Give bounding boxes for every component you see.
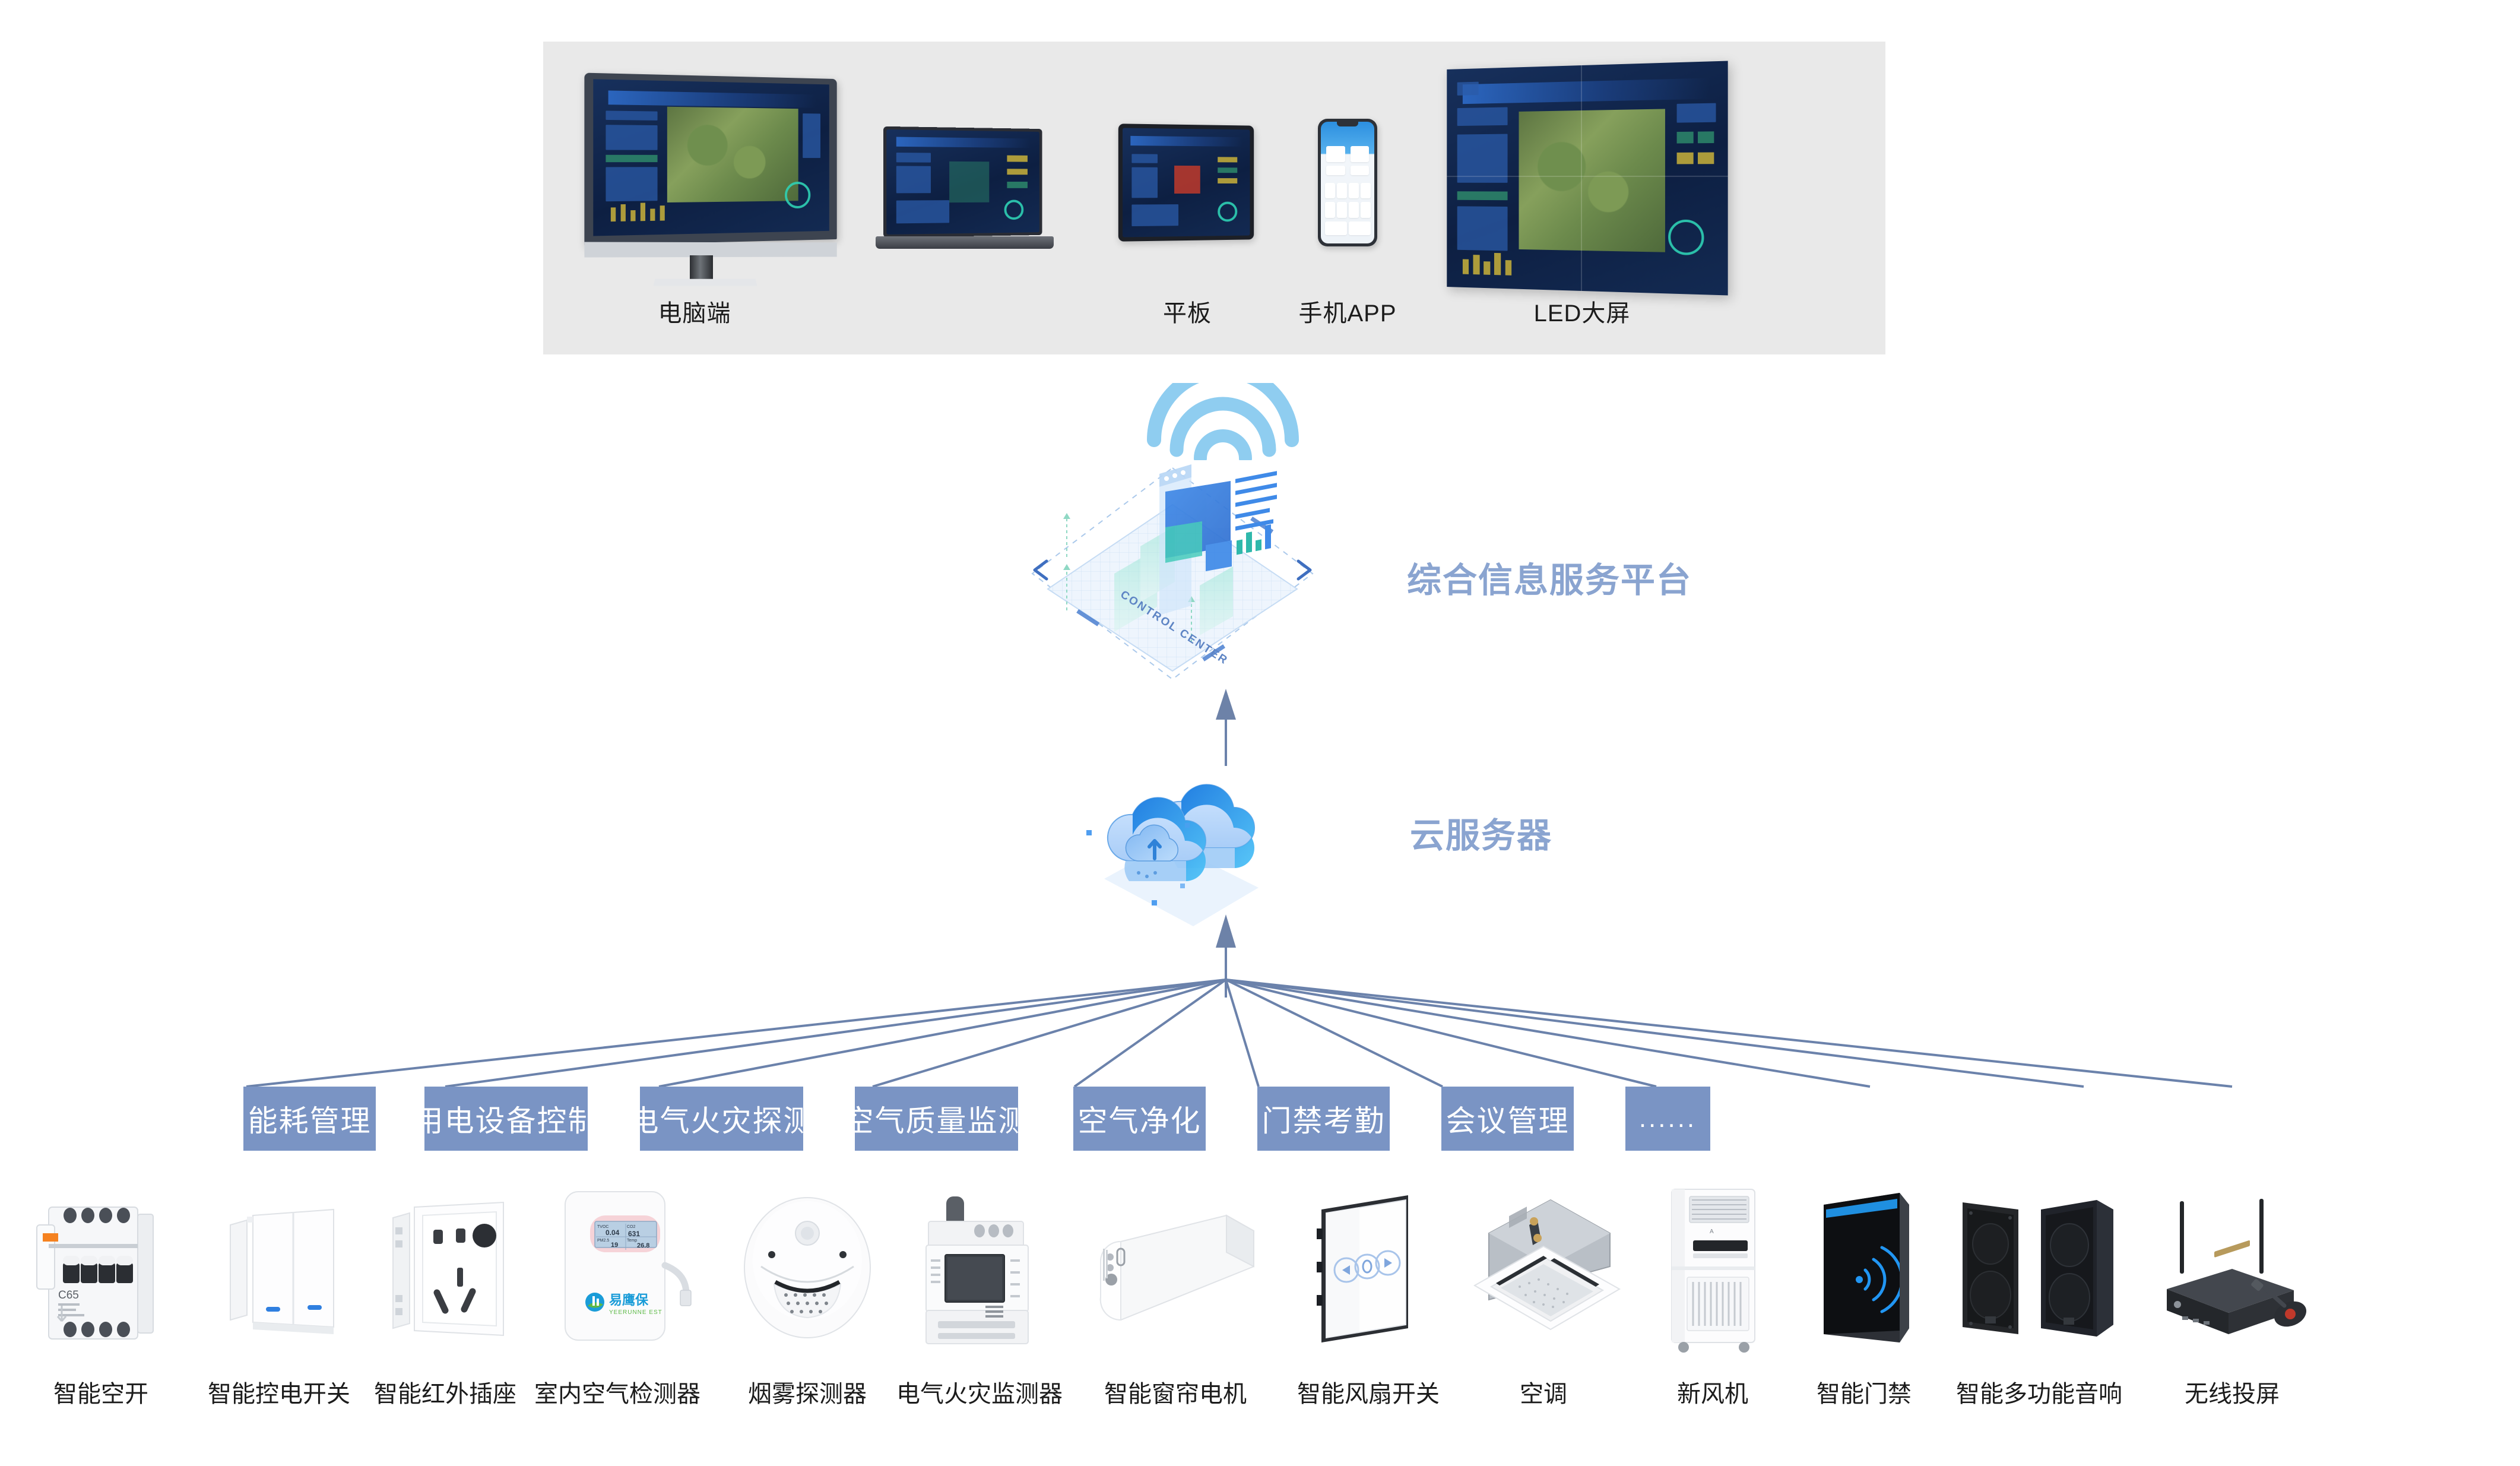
device-item-speakers: 智能多功能音响: [1941, 1179, 2137, 1407]
wifi-icon: [1147, 383, 1299, 460]
device-item-socket: 智能红外插座: [362, 1179, 528, 1407]
device-label-fresh-air: 新风机: [1677, 1381, 1748, 1407]
platform-label: 综合信息服务平台: [1407, 561, 1692, 600]
co2-label: CO2: [627, 1225, 636, 1229]
circuit-breaker-icon: C65: [12, 1179, 190, 1357]
terminal-label-led: LED大屏: [1533, 300, 1631, 327]
function-button-access-attendance[interactable]: 门禁考勤: [1257, 1087, 1390, 1151]
device-label-access-control: 智能门禁: [1817, 1381, 1912, 1407]
device-label-smoke-detector: 烟雾探测器: [748, 1381, 867, 1407]
device-item-fresh-air: A 新风机: [1638, 1179, 1787, 1407]
device-label-air-detector: 室内空气检测器: [534, 1381, 700, 1407]
air-detector-brand-en: YEERUNNE EST: [609, 1309, 663, 1316]
electrical-fire-monitor-icon: [890, 1179, 1069, 1357]
device-label-speakers: 智能多功能音响: [1956, 1381, 2122, 1407]
device-item-access-control: 智能门禁: [1787, 1179, 1941, 1407]
terminal-label-tablet: 平板: [1163, 300, 1212, 327]
tablet-icon: [1118, 124, 1256, 242]
device-item-screencast: 无线投屏: [2143, 1179, 2321, 1407]
device-item-fire-monitor: 电气火灾监测器: [890, 1179, 1069, 1407]
device-item-smoke-detector: 烟雾探测器: [724, 1179, 890, 1407]
device-label-fan-switch: 智能风扇开关: [1297, 1381, 1440, 1407]
device-item-air-detector: TVOC 0.04 CO2 631 PM2.5 19 Temp 26.8: [528, 1179, 706, 1407]
tvoc-label: TVOC: [597, 1225, 608, 1229]
led-video-wall-icon: [1440, 61, 1728, 296]
terminal-label-pc: 电脑端: [658, 300, 731, 327]
desktop-monitor-icon: [584, 72, 843, 287]
device-label-air-conditioner: 空调: [1520, 1381, 1567, 1407]
wireless-screencast-icon: [2143, 1179, 2321, 1357]
device-row: C65 智能空开: [0, 1154, 2520, 1416]
device-label-fire-monitor: 电气火灾监测器: [896, 1381, 1063, 1407]
function-button-meeting-management[interactable]: 会议管理: [1441, 1087, 1574, 1151]
breaker-marking: C65: [58, 1289, 79, 1302]
isometric-control-center-icon: CONTROL CENTER: [1031, 464, 1314, 680]
temp-label: Temp: [627, 1239, 637, 1243]
function-button-air-purification[interactable]: 空气净化: [1073, 1087, 1206, 1151]
co2-value: 631: [628, 1230, 640, 1238]
cassette-air-conditioner-icon: [1454, 1154, 1633, 1357]
access-control-reader-icon: [1787, 1179, 1941, 1357]
laptop-icon: [876, 126, 1054, 255]
arrow-devices-to-cloud: [1216, 914, 1236, 998]
wall-switch-icon: [196, 1179, 362, 1357]
svg-text:A: A: [1710, 1228, 1714, 1235]
function-button-power-device-control[interactable]: 用电设备控制: [414, 1087, 598, 1151]
smart-socket-icon: [362, 1179, 528, 1357]
smartphone-icon: [1318, 119, 1377, 246]
air-detector-brand: 易鹰保: [609, 1293, 649, 1307]
function-button-electrical-fire-detection[interactable]: 电气火灾探测: [629, 1087, 813, 1151]
device-item-breaker: C65 智能空开: [12, 1179, 190, 1407]
device-label-socket: 智能红外插座: [374, 1381, 516, 1407]
terminal-layer-panel: 电脑端 平板 手机APP LED大屏: [543, 42, 1885, 354]
terminal-label-phone: 手机APP: [1298, 300, 1397, 327]
fanout-connector-lines: [246, 979, 2233, 1088]
fresh-air-unit-icon: A: [1638, 1179, 1787, 1357]
curtain-motor-icon: [1086, 1179, 1264, 1357]
device-label-screencast: 无线投屏: [2185, 1381, 2280, 1407]
device-label-wall-switch: 智能控电开关: [208, 1381, 350, 1407]
smoke-detector-icon: [724, 1179, 890, 1357]
temp-value: 26.8: [637, 1242, 649, 1249]
pm25-label: PM2.5: [597, 1239, 609, 1243]
function-button-air-quality-monitoring[interactable]: 空气质量监测: [844, 1087, 1028, 1151]
arrow-cloud-to-platform: [1216, 689, 1236, 766]
function-button-more[interactable]: ......: [1625, 1087, 1710, 1151]
function-button-energy[interactable]: 能耗管理: [243, 1087, 376, 1151]
tvoc-value: 0.04: [606, 1228, 620, 1237]
device-item-fan-switch: 智能风扇开关: [1282, 1179, 1454, 1407]
device-item-air-conditioner: 空调: [1454, 1154, 1633, 1407]
pm25-value: 19: [611, 1242, 618, 1249]
cloud-server-icon: [1086, 784, 1259, 926]
device-label-breaker: 智能空开: [53, 1381, 148, 1407]
device-item-curtain-motor: 智能窗帘电机: [1086, 1179, 1264, 1407]
fan-switch-icon: [1282, 1179, 1454, 1357]
function-buttons-row: 能耗管理 用电设备控制 电气火灾探测 空气质量监测 空气净化 门禁考勤 会议管理…: [0, 1087, 2520, 1152]
indoor-air-detector-icon: TVOC 0.04 CO2 631 PM2.5 19 Temp 26.8: [528, 1179, 706, 1357]
device-label-curtain-motor: 智能窗帘电机: [1104, 1381, 1247, 1407]
device-item-wall-switch: 智能控电开关: [196, 1179, 362, 1407]
speaker-pair-icon: [1941, 1179, 2137, 1357]
cloud-label: 云服务器: [1410, 816, 1553, 855]
